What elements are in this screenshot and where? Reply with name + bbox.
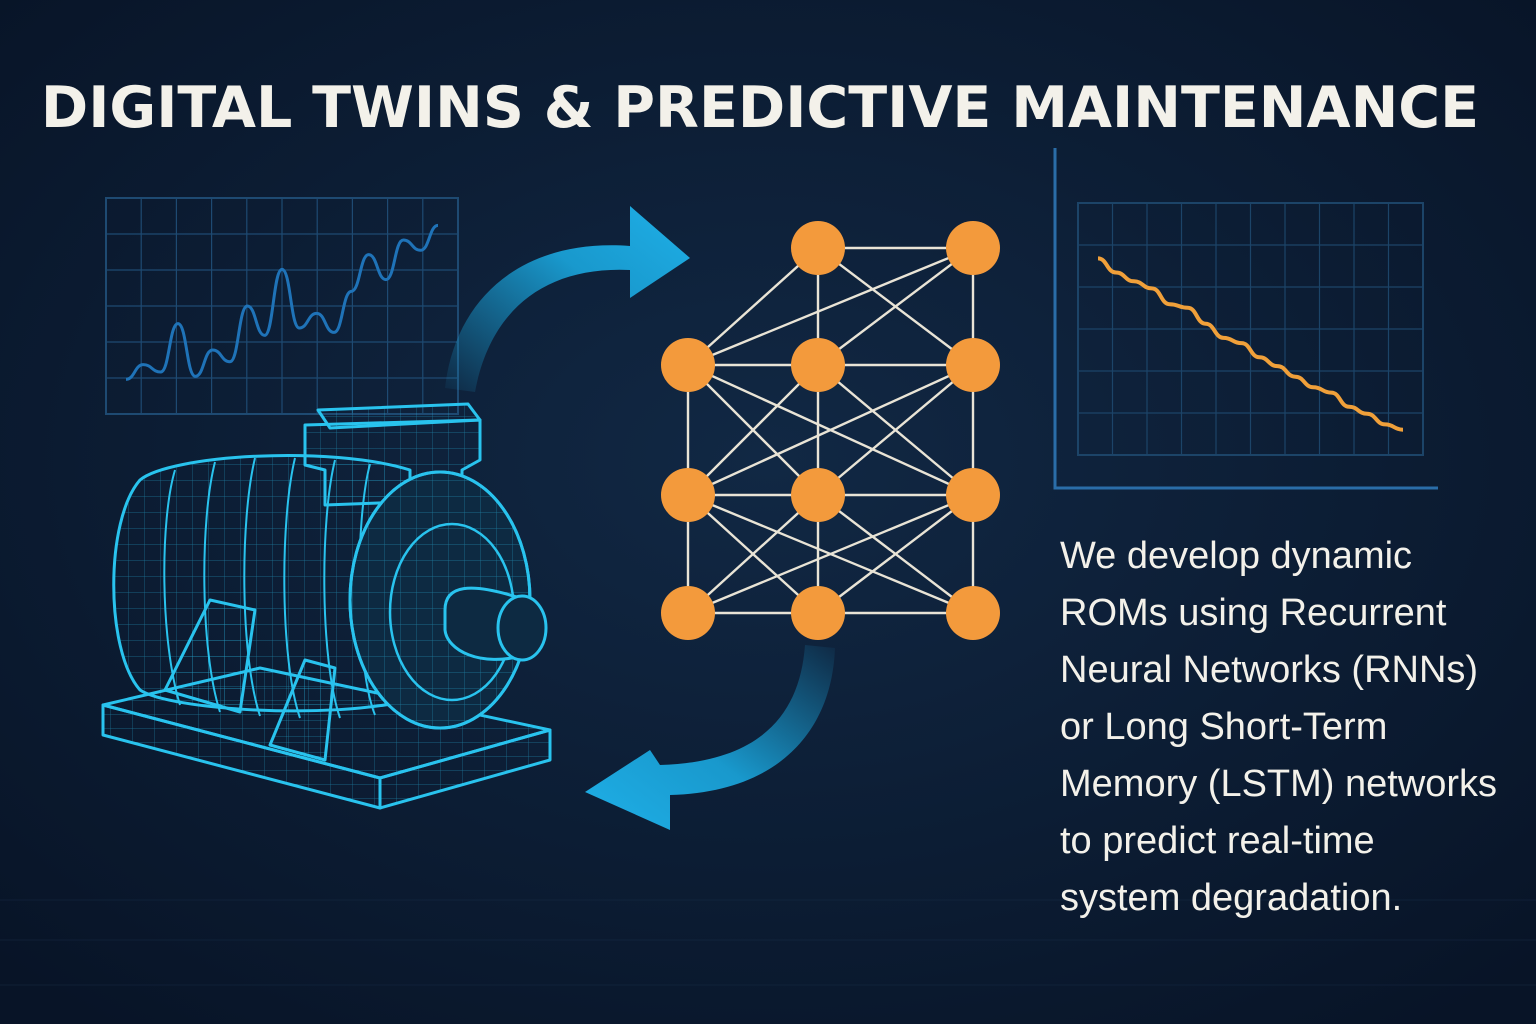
sensor-chart-grid [105, 197, 459, 415]
network-node [946, 468, 1000, 522]
degradation-chart-line [1097, 256, 1404, 432]
network-edge [817, 494, 974, 614]
network-node [791, 338, 845, 392]
network-node [946, 221, 1000, 275]
electric-motor-wireframe-icon [101, 402, 552, 810]
degradation-chart-frame [1053, 148, 1438, 490]
degradation-chart [1053, 148, 1438, 490]
network-node [946, 586, 1000, 640]
network-edge [817, 247, 974, 366]
description-text: We develop dynamic ROMs using Recurrent … [1060, 528, 1520, 927]
description-line-4: or Long Short-Term [1060, 706, 1388, 748]
description-line-2: ROMs using Recurrent [1060, 592, 1447, 634]
description-line-6: to predict real-time [1060, 820, 1375, 862]
network-node [791, 221, 845, 275]
motor-base-plate-side [378, 728, 552, 810]
network-node [791, 586, 845, 640]
floor-grid [0, 899, 1536, 986]
motor-shaft-end [496, 594, 548, 662]
network-nodes [661, 221, 1000, 640]
network-edge [687, 246, 974, 367]
network-node [661, 338, 715, 392]
page-title: DIGITAL TWINS & PREDICTIVE MAINTENANCE [41, 75, 1479, 141]
cycle-arrows-icon [445, 206, 835, 830]
network-edge [687, 363, 974, 497]
neural-network-icon [661, 221, 1000, 640]
arrow-bottom-to-motor [585, 645, 835, 830]
network-edge [687, 364, 819, 496]
sensor-chart-line [125, 223, 439, 381]
network-edge [817, 364, 974, 496]
arrow-top-to-network [445, 206, 690, 392]
description-line-3: Neural Networks (RNNs) [1060, 649, 1479, 691]
network-edge [687, 494, 819, 614]
network-node [946, 338, 1000, 392]
description-line-5: Memory (LSTM) networks [1060, 763, 1498, 805]
network-edge [687, 493, 974, 615]
network-node [791, 468, 845, 522]
motor-body [112, 454, 412, 713]
network-node [661, 468, 715, 522]
network-edge [687, 247, 819, 366]
degradation-chart-grid [1077, 202, 1424, 456]
network-node [661, 586, 715, 640]
sensor-data-chart [105, 197, 459, 415]
description-line-7: system degradation. [1060, 877, 1403, 919]
description-line-1: We develop dynamic [1060, 535, 1413, 577]
